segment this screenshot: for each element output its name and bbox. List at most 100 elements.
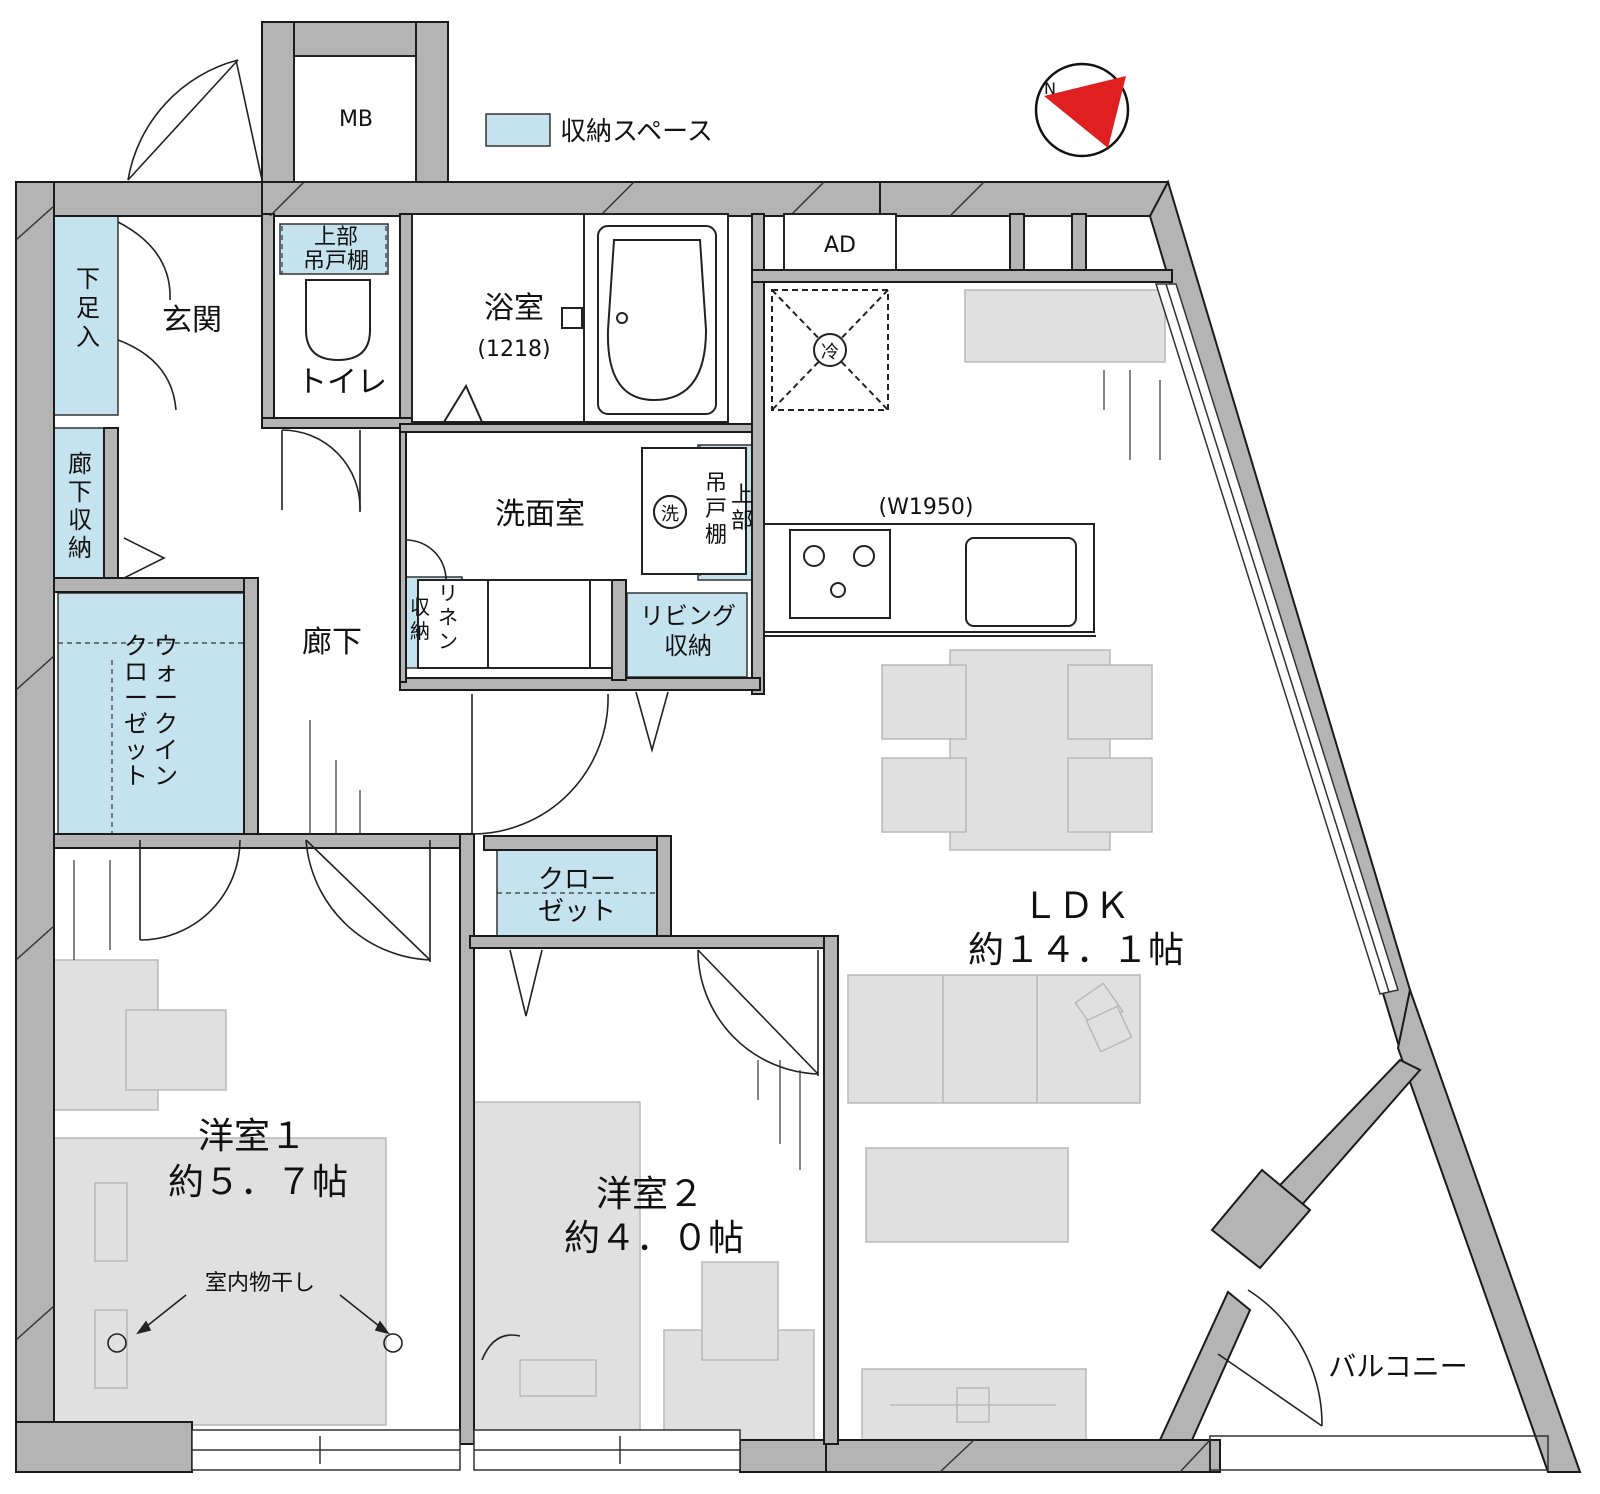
hall-storage-label-4: 納 [68, 534, 92, 562]
wall-bedroom2-top [469, 935, 837, 949]
coffee-table [865, 1147, 1069, 1243]
balcony-rail [1209, 1435, 1549, 1471]
wall-balcony-stub [1210, 1168, 1312, 1270]
room1-name-label: 洋室１ [198, 1116, 306, 1157]
room-labels: MB AD 玄関 下 足 入 上部 吊戸棚 トイレ 浴室 (1218) 洗面室 … [68, 107, 1468, 1383]
room1-nightstand-a [94, 1182, 128, 1262]
kitchen-width-label: (W1950) [879, 495, 974, 520]
vanity [417, 579, 613, 669]
shoe-storage-label-3: 入 [76, 323, 100, 351]
wall-top-mid [261, 181, 883, 217]
corridor-label: 廊下 [302, 625, 362, 660]
dining-chair-d [1067, 757, 1153, 833]
wic-label-b6: ト [124, 762, 148, 790]
wic-label-b3: ー [124, 684, 148, 712]
linen-label-a2: ネ [438, 605, 458, 629]
fridge-icon-label: 冷 [821, 342, 839, 363]
toilet-shelf-label-2: 吊戸棚 [303, 249, 369, 274]
wall-wash-left [399, 431, 407, 683]
hall-storage [53, 427, 105, 579]
wall-ad-b [1071, 213, 1087, 271]
wic-label-a2: ォ [154, 658, 178, 686]
room1-chair [125, 1009, 227, 1091]
shoe-storage-label-2: 足 [76, 294, 100, 322]
wall-top-left [15, 181, 265, 217]
wall-toilet-right [399, 213, 413, 427]
wall-ldk-bottom-diag [1158, 1290, 1252, 1441]
living-storage-label-2: 収納 [664, 632, 712, 660]
wall-toilet-bottom [261, 417, 413, 429]
room2-chair [701, 1261, 779, 1361]
bath-size-label: (1218) [477, 337, 550, 362]
ad-label: AD [824, 233, 856, 258]
wall-closet-frame [483, 835, 671, 851]
ldk-name-label: ＬＤＫ [1022, 886, 1130, 927]
wall-hall-storage-right [103, 427, 119, 579]
wall-bedroom2-right [823, 935, 839, 1445]
dining-chair-c [1067, 664, 1153, 740]
ad-box [783, 213, 897, 271]
genkan-label: 玄関 [162, 303, 222, 338]
room2-name-label: 洋室２ [596, 1174, 704, 1215]
toilet-label: トイレ [297, 365, 387, 400]
wall-linen-right [611, 579, 627, 681]
bedroom2-closet [496, 849, 658, 937]
linen-label-b2: 納 [410, 619, 430, 643]
room2-pillow [519, 1359, 597, 1397]
kitchen-sink [965, 537, 1077, 627]
legend-swatch [485, 113, 551, 147]
fridge-icon [813, 333, 847, 367]
wall-bottom-ldk [825, 1439, 1211, 1473]
bathtub [597, 225, 717, 415]
dining-chair-b [881, 757, 967, 833]
wall-ad-box [751, 269, 1173, 283]
mb-wall-left [261, 21, 295, 183]
cushion-b [1085, 1005, 1133, 1053]
drying-ring-left [107, 1333, 127, 1353]
compass-needle [1044, 76, 1126, 148]
drying-label: 室内物干し [205, 1271, 315, 1296]
wall-balcony-outer [1396, 986, 1582, 1473]
wall-toilet-left [261, 213, 275, 429]
furniture-layer [49, 289, 1166, 1444]
wall-wash-bottom [399, 677, 761, 691]
wic-label-a6: ン [154, 762, 178, 790]
wall-left [15, 181, 55, 1473]
living-storage-label-1: リビング [640, 602, 736, 630]
wic-label-b2: ロ [124, 658, 148, 686]
shoe-storage [53, 214, 119, 416]
wall-hatches [15, 181, 1211, 1473]
wic-label-b1: ク [124, 632, 148, 660]
compass: N [1034, 62, 1130, 158]
wic-label-a5: イ [154, 736, 178, 764]
wash-shelf-label-b2: 部 [731, 509, 753, 534]
storage-layer [53, 214, 753, 937]
wall-right-diag [1148, 179, 1422, 1052]
wic-label-b4: ゼ [124, 710, 148, 738]
hall-storage-label-2: 下 [68, 478, 92, 506]
wall-wic-top [53, 577, 257, 593]
hall-storage-label-1: 廊 [68, 450, 92, 478]
washroom-label: 洗面室 [495, 497, 585, 532]
wic-label-a3: ー [154, 684, 178, 712]
wall-wic-right [243, 577, 259, 837]
closet-label-1: クロー [538, 865, 616, 895]
fixtures [293, 55, 1096, 669]
hall-storage-label-3: 収 [68, 506, 92, 534]
windows [191, 283, 1549, 1471]
wall-top-right [879, 181, 1178, 217]
wash-shelf-label-a1: 吊 [705, 471, 727, 496]
bath-label: 浴室 [484, 291, 544, 326]
balcony-label: バルコニー [1328, 1350, 1467, 1383]
linen-label-a1: リ [438, 581, 458, 605]
wall-ad-a [1009, 213, 1025, 271]
wall-kitchen-left [751, 213, 765, 695]
room1-size-label: 約５．７帖 [168, 1162, 348, 1203]
shoe-storage-label-1: 下 [76, 265, 100, 293]
linen-label-b1: 収 [410, 595, 430, 619]
wash-shelf-label-a2: 戸 [705, 497, 727, 522]
wall-bedroom-divider [459, 833, 475, 1445]
stove [789, 529, 891, 619]
wash-shelf-label-b1: 上 [731, 483, 753, 508]
wic-label-a1: ウ [154, 632, 178, 660]
